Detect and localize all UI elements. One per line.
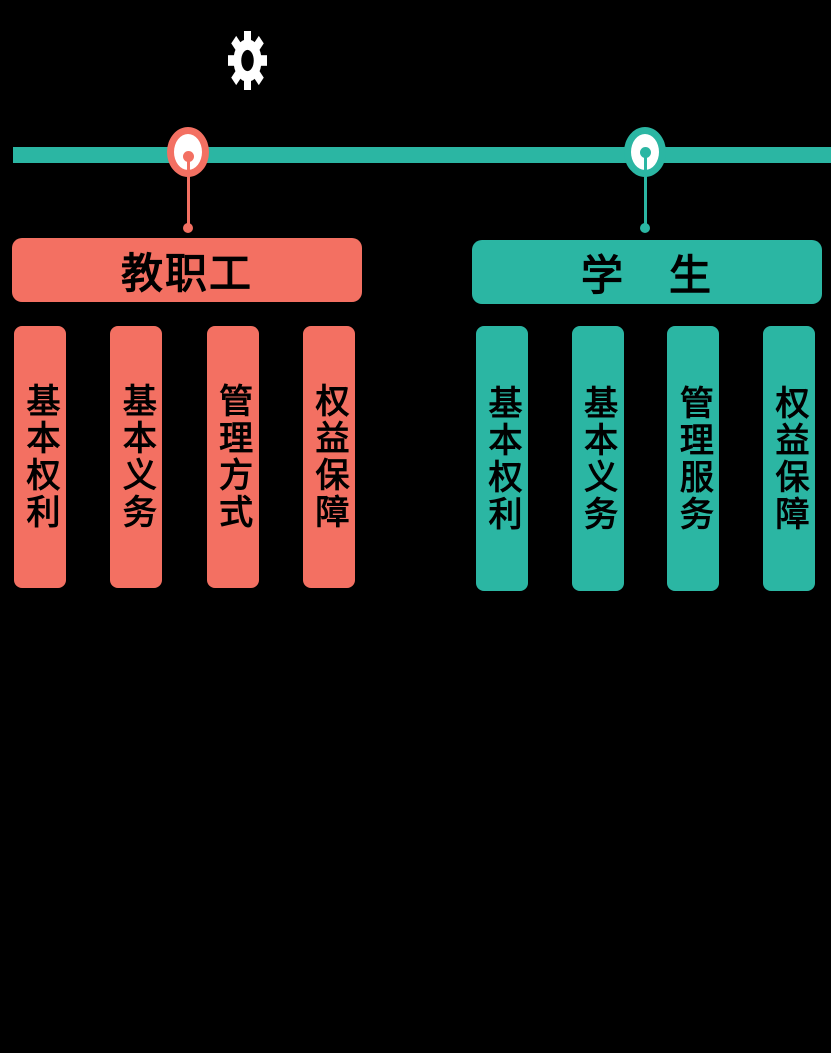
column-faculty-basic-duties: 基本义务	[110, 326, 163, 588]
column-label: 基本义务	[117, 383, 156, 531]
timeline-node-students-connector-dot	[640, 223, 650, 233]
column-students-basic-rights: 基本权利	[476, 326, 528, 591]
column-label: 管理服务	[674, 384, 713, 533]
group-columns-students: 基本权利 基本义务 管理服务 权益保障	[476, 326, 815, 591]
group-header-students-label: 学 生	[580, 251, 713, 299]
group-header-faculty: 教职工	[12, 238, 362, 302]
column-faculty-basic-rights: 基本权利	[14, 326, 66, 588]
timeline-node-students-connector	[644, 156, 647, 224]
column-label: 基本义务	[578, 384, 617, 533]
timeline-node-faculty-connector	[187, 160, 190, 224]
column-label: 权益保障	[309, 383, 348, 531]
column-students-management-services: 管理服务	[667, 326, 720, 591]
timeline-bar	[13, 147, 831, 163]
gear-icon	[228, 31, 267, 90]
timeline-node-faculty-connector-dot	[183, 223, 193, 233]
column-students-rights-protection: 权益保障	[762, 326, 815, 591]
group-header-students: 学 生	[472, 240, 822, 304]
group-header-faculty-label: 教职工	[120, 249, 253, 297]
column-faculty-rights-protection: 权益保障	[302, 326, 355, 588]
timeline-node-students-dot	[640, 147, 651, 158]
column-label: 基本权利	[483, 384, 521, 533]
column-label: 权益保障	[769, 384, 808, 533]
timeline-node-faculty-dot	[183, 151, 194, 162]
column-label: 基本权利	[21, 383, 59, 531]
column-faculty-management-mode: 管理方式	[206, 326, 259, 588]
column-students-basic-duties: 基本义务	[571, 326, 624, 591]
group-columns-faculty: 基本权利 基本义务 管理方式 权益保障	[14, 326, 355, 588]
column-label: 管理方式	[213, 383, 252, 531]
